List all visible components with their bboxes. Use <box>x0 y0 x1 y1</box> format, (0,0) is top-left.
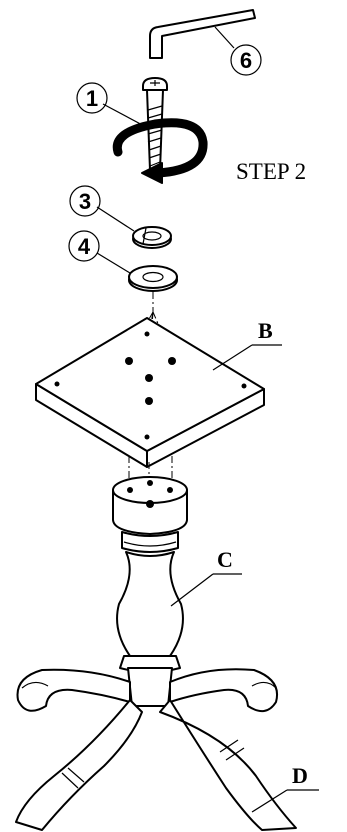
lock-washer <box>132 226 172 249</box>
step-label: STEP 2 <box>236 159 306 184</box>
callout-3-number: 3 <box>79 189 91 214</box>
callout-6: 6 <box>214 26 262 76</box>
legs <box>15 668 297 831</box>
callout-3: 3 <box>69 185 135 232</box>
callout-6-number: 6 <box>240 48 252 73</box>
rotation-arrow <box>112 118 208 184</box>
label-b: B <box>212 318 282 371</box>
callout-4-number: 4 <box>78 234 91 259</box>
callout-1-number: 1 <box>86 86 98 111</box>
callout-4: 4 <box>68 230 131 274</box>
label-d: D <box>251 763 319 813</box>
mounting-plate <box>35 317 265 468</box>
callout-1: 1 <box>76 82 149 129</box>
pedestal <box>112 476 188 707</box>
part-label-b: B <box>258 318 273 343</box>
allen-key <box>149 9 256 59</box>
label-c: C <box>170 547 242 607</box>
flat-washer <box>128 265 178 292</box>
part-label-d: D <box>292 763 308 788</box>
part-label-c: C <box>217 547 233 572</box>
